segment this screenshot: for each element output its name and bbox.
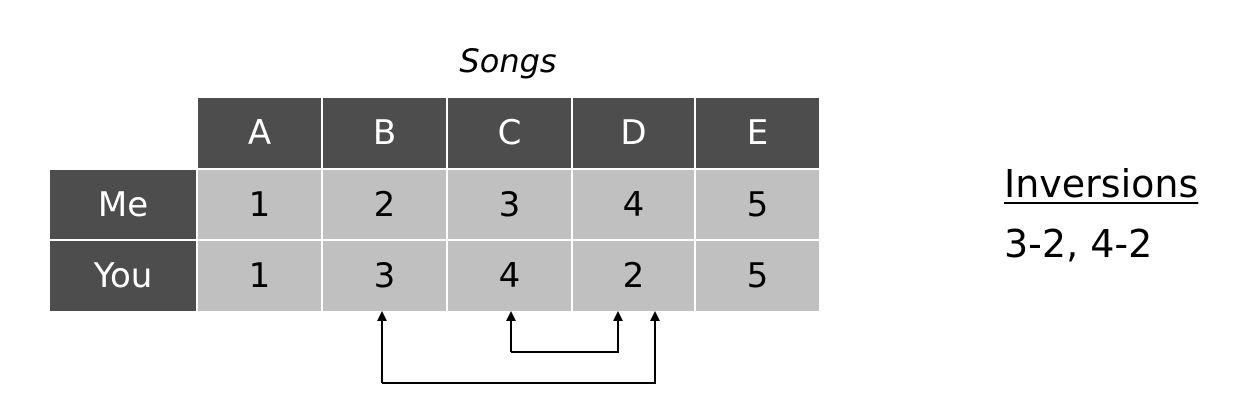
row-label-you: You: [50, 241, 196, 311]
cell-you-b: 3: [323, 241, 446, 311]
inversion-arrow-3-2: [510, 316, 618, 353]
cell-you-a: 1: [198, 241, 321, 311]
inversions-heading: Inversions: [1004, 162, 1199, 206]
cell-me-c: 3: [448, 170, 571, 239]
cell-me-d: 4: [573, 170, 694, 239]
column-header-a: A: [198, 98, 321, 168]
column-header-c: C: [448, 98, 571, 168]
cell-me-a: 1: [198, 170, 321, 239]
cell-you-d: 2: [573, 241, 694, 311]
row-label-me: Me: [50, 170, 196, 239]
songs-title: Songs: [459, 42, 557, 80]
cell-you-e: 5: [696, 241, 819, 311]
cell-me-e: 5: [696, 170, 819, 239]
cell-me-b: 2: [323, 170, 446, 239]
inversions-list: 3-2, 4-2: [1004, 222, 1153, 266]
inversion-arrow-4-2: [381, 316, 655, 384]
column-header-b: B: [323, 98, 446, 168]
column-header-e: E: [696, 98, 819, 168]
column-header-d: D: [573, 98, 694, 168]
cell-you-c: 4: [448, 241, 571, 311]
